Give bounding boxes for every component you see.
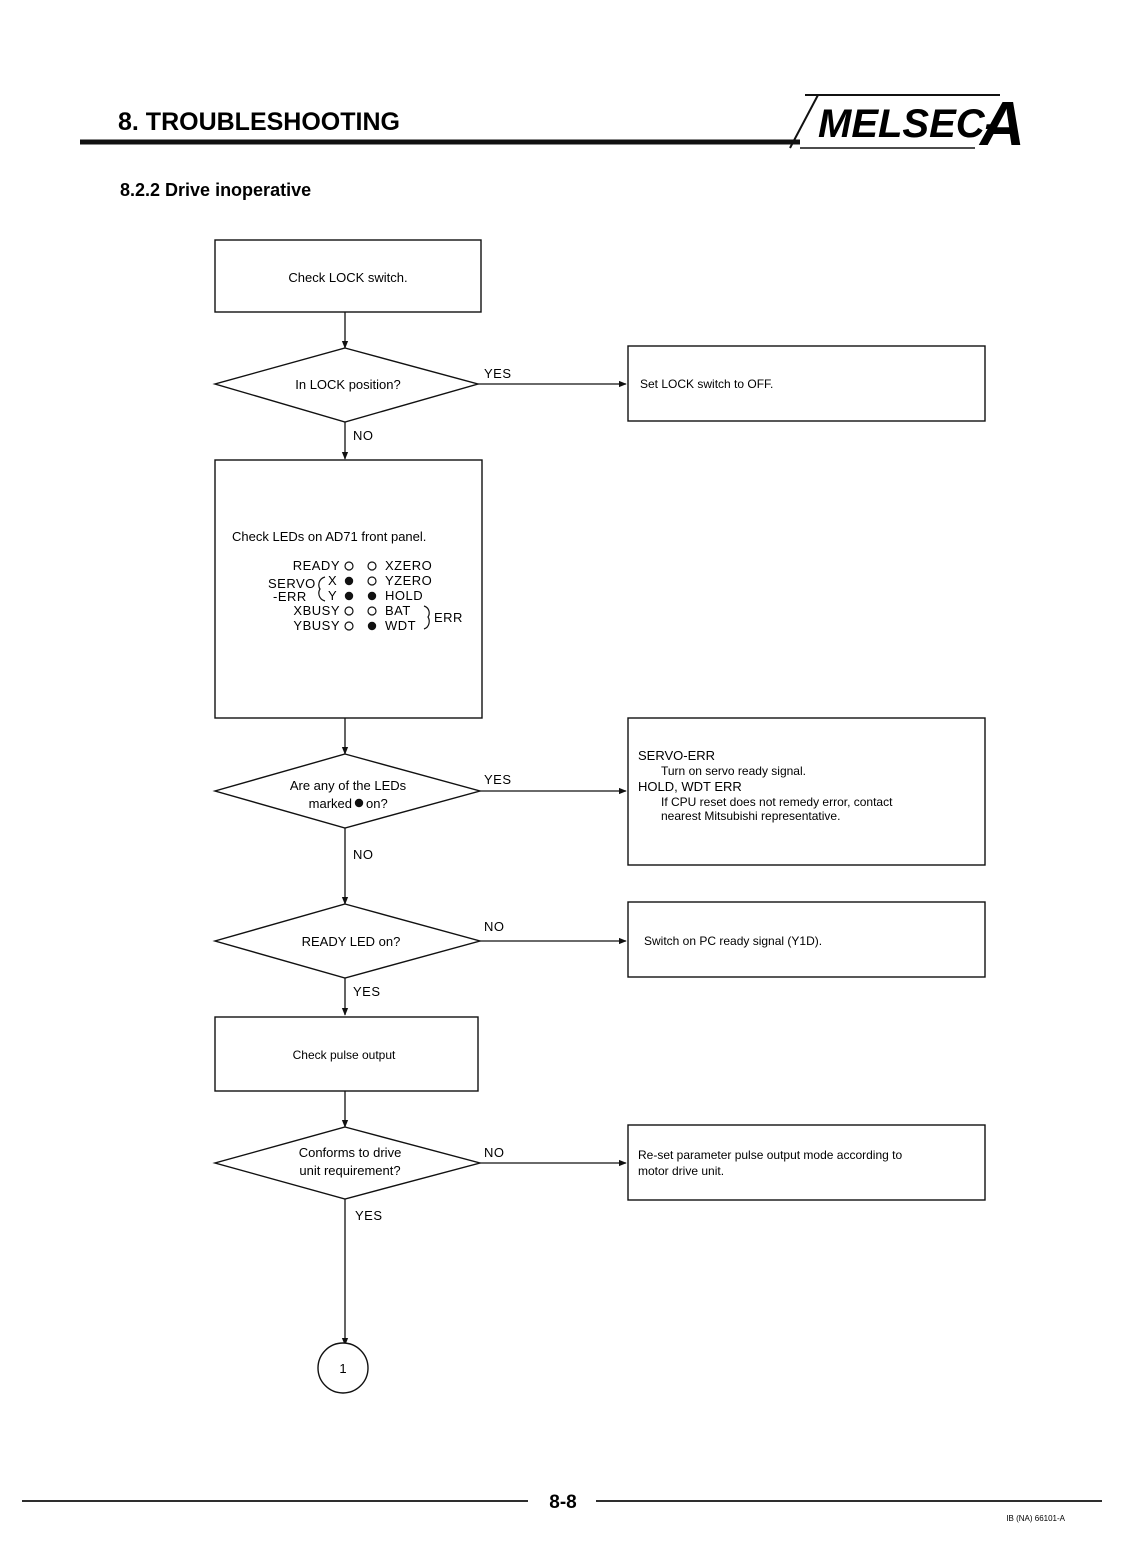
err-brace xyxy=(423,605,430,630)
led-xzero-label: XZERO xyxy=(385,558,432,573)
label-leds-no: NO xyxy=(353,847,374,862)
led-servo-x-on xyxy=(344,576,354,586)
decision-lock-position: In LOCK position? xyxy=(212,347,481,423)
led-x-label: X xyxy=(328,573,337,588)
decision-lock-position-label: In LOCK position? xyxy=(295,377,401,392)
node-switch-pc-ready: Switch on PC ready signal (Y1D). xyxy=(627,901,986,978)
led-yzero-label: YZERO xyxy=(385,573,432,588)
node-set-lock-off: Set LOCK switch to OFF. xyxy=(627,345,986,422)
servo-err-heading: SERVO-ERR xyxy=(638,748,715,763)
led-panel: READY XZERO SERVO -ERR X Y YZERO HOLD XB… xyxy=(268,558,463,633)
led-ready-off xyxy=(344,561,354,571)
led-bat-label: BAT xyxy=(385,603,411,618)
led-y-label: Y xyxy=(328,588,337,603)
label-ready-yes: YES xyxy=(353,984,381,999)
decision-ready-led: READY LED on? xyxy=(212,903,483,979)
decision-conforms: Conforms to drive unit requirement? xyxy=(212,1126,483,1200)
melsec-logo: MELSEC- A xyxy=(789,90,1025,159)
node-servo-err: SERVO-ERR Turn on servo ready signal. HO… xyxy=(627,717,986,866)
node-reset-parameter-line1: Re-set parameter pulse output mode accor… xyxy=(638,1148,902,1162)
led-hold-label: HOLD xyxy=(385,588,423,603)
led-ready-label: READY xyxy=(293,558,340,573)
decision-leds-on-line1: Are any of the LEDs xyxy=(290,778,407,793)
filled-led-symbol xyxy=(354,798,364,808)
led-ybusy-off xyxy=(344,621,354,631)
label-leds-yes: YES xyxy=(484,772,512,787)
hold-wdt-heading: HOLD, WDT ERR xyxy=(638,779,742,794)
node-check-leds: Check LEDs on AD71 front panel. READY XZ… xyxy=(214,459,483,719)
node-reset-parameter-line2: motor drive unit. xyxy=(638,1164,724,1178)
page-number: 8-8 xyxy=(549,1492,576,1513)
label-lock-yes: YES xyxy=(484,366,512,381)
led-err-group-label: ERR xyxy=(434,610,463,625)
node-check-pulse: Check pulse output xyxy=(214,1016,479,1092)
led-xbusy-label: XBUSY xyxy=(293,603,340,618)
connector-1: 1 xyxy=(317,1342,369,1394)
label-conforms-no: NO xyxy=(484,1145,505,1160)
check-leds-title: Check LEDs on AD71 front panel. xyxy=(232,529,426,544)
node-switch-pc-ready-label: Switch on PC ready signal (Y1D). xyxy=(644,934,822,948)
label-ready-no: NO xyxy=(484,919,505,934)
decision-conforms-line1: Conforms to drive xyxy=(299,1145,402,1160)
decision-conforms-line2: unit requirement? xyxy=(299,1163,400,1178)
node-reset-parameter: Re-set parameter pulse output mode accor… xyxy=(627,1124,986,1201)
led-wdt-on xyxy=(367,621,377,631)
led-yzero-off xyxy=(367,576,377,586)
led-wdt-label: WDT xyxy=(385,618,416,633)
led-servo-label: SERVO xyxy=(268,576,316,591)
hold-wdt-line1: If CPU reset does not remedy error, cont… xyxy=(661,795,893,809)
decision-leds-on: Are any of the LEDs marked on? xyxy=(212,753,483,829)
node-check-lock-label: Check LOCK switch. xyxy=(288,270,407,285)
servo-err-line1: Turn on servo ready signal. xyxy=(661,764,806,778)
logo-letter: A xyxy=(978,90,1025,159)
servo-brace xyxy=(318,576,326,602)
node-check-pulse-label: Check pulse output xyxy=(293,1048,396,1062)
node-set-lock-off-label: Set LOCK switch to OFF. xyxy=(640,377,773,391)
led-xbusy-off xyxy=(344,606,354,616)
led-bat-off xyxy=(367,606,377,616)
led-hold-on xyxy=(367,591,377,601)
section-title: 8.2.2 Drive inoperative xyxy=(120,180,311,200)
node-check-lock: Check LOCK switch. xyxy=(214,239,482,313)
led-xzero-off xyxy=(367,561,377,571)
chapter-title: 8. TROUBLESHOOTING xyxy=(118,108,400,136)
connector-1-label: 1 xyxy=(339,1361,346,1376)
led-ybusy-label: YBUSY xyxy=(293,618,340,633)
decision-leds-on-line3: on? xyxy=(366,796,388,811)
document-reference: IB (NA) 66101-A xyxy=(1006,1514,1065,1523)
label-conforms-yes: YES xyxy=(355,1208,383,1223)
label-lock-no: NO xyxy=(353,428,374,443)
page-footer: 8-8 IB (NA) 66101-A xyxy=(22,1492,1102,1523)
page-header: 8. TROUBLESHOOTING MELSEC- A xyxy=(80,90,1025,159)
decision-leds-on-line2: marked xyxy=(309,796,352,811)
hold-wdt-line2: nearest Mitsubishi representative. xyxy=(661,809,840,823)
decision-ready-led-label: READY LED on? xyxy=(302,934,401,949)
led-servo-y-on xyxy=(344,591,354,601)
led-err-label: -ERR xyxy=(273,589,307,604)
logo-text: MELSEC- xyxy=(818,102,998,146)
